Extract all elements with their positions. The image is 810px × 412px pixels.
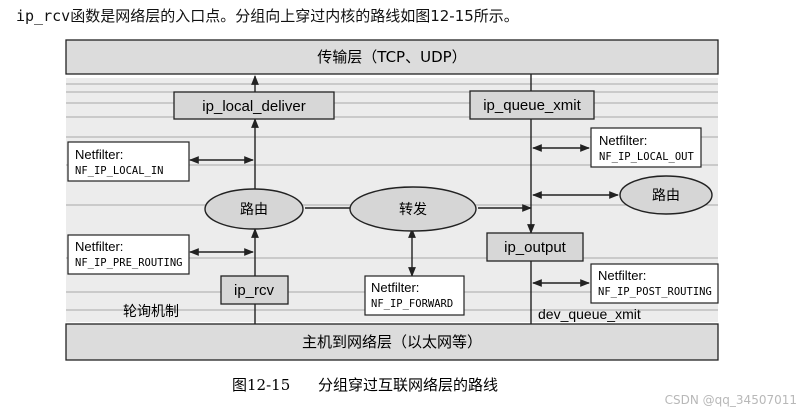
host-network-layer-box bbox=[65, 323, 719, 361]
netfilter-pre-routing-hook: NF_IP_PRE_ROUTING bbox=[75, 257, 182, 269]
netfilter-post-routing-title: Netfilter: bbox=[598, 268, 646, 283]
watermark: CSDN @qq_34507011 bbox=[665, 393, 797, 407]
route-right-label: 路由 bbox=[652, 188, 680, 204]
figure-title: 分组穿过互联网络层的路线 bbox=[318, 376, 498, 394]
transport-layer-box bbox=[65, 39, 719, 75]
netfilter-pre-routing-title: Netfilter: bbox=[75, 239, 123, 254]
netfilter-forward-box bbox=[364, 275, 465, 316]
route-ellipse-left bbox=[204, 188, 304, 230]
netfilter-local-out-title: Netfilter: bbox=[599, 133, 647, 148]
dev-queue-xmit-label: dev_queue_xmit bbox=[538, 306, 641, 322]
netfilter-post-routing-box bbox=[590, 263, 719, 304]
netfilter-local-in-hook: NF_IP_LOCAL_IN bbox=[75, 165, 164, 177]
forward-label: 转发 bbox=[399, 202, 427, 218]
ip-output-box bbox=[486, 232, 584, 262]
ip-rcv-label: ip_rcv bbox=[234, 282, 275, 299]
netfilter-local-out-hook: NF_IP_LOCAL_OUT bbox=[599, 151, 695, 163]
ip-queue-xmit-box bbox=[469, 90, 595, 120]
ip-queue-xmit-label: ip_queue_xmit bbox=[483, 97, 581, 114]
polling-label: 轮询机制 bbox=[123, 304, 179, 320]
netfilter-post-routing-hook: NF_IP_POST_ROUTING bbox=[598, 286, 712, 298]
host-network-layer-label: 主机到网络层（以太网等） bbox=[302, 333, 482, 351]
intro-text: ip_rcv函数是网络层的入口点。分组向上穿过内核的路线如图12-15所示。 bbox=[16, 5, 519, 26]
ip-rcv-box bbox=[220, 275, 289, 305]
netfilter-forward-title: Netfilter: bbox=[371, 280, 419, 295]
ip-local-deliver-label: ip_local_deliver bbox=[202, 98, 305, 115]
forward-ellipse bbox=[349, 186, 477, 232]
route-left-label: 路由 bbox=[240, 202, 268, 218]
ip-local-deliver-box bbox=[173, 91, 335, 120]
netfilter-pre-routing-box bbox=[67, 234, 190, 275]
figure-number: 图12-15 bbox=[232, 376, 290, 394]
route-ellipse-right bbox=[619, 175, 713, 215]
intro-sentence: 函数是网络层的入口点。分组向上穿过内核的路线如图12-15所示。 bbox=[70, 7, 519, 25]
netfilter-forward-hook: NF_IP_FORWARD bbox=[371, 298, 453, 310]
ip-output-label: ip_output bbox=[504, 239, 567, 256]
netfilter-local-out-box bbox=[590, 127, 702, 168]
intro-code: ip_rcv bbox=[16, 7, 71, 25]
netfilter-local-in-box bbox=[67, 141, 190, 182]
transport-layer-label: 传输层（TCP、UDP） bbox=[317, 48, 466, 66]
netfilter-local-in-title: Netfilter: bbox=[75, 147, 123, 162]
